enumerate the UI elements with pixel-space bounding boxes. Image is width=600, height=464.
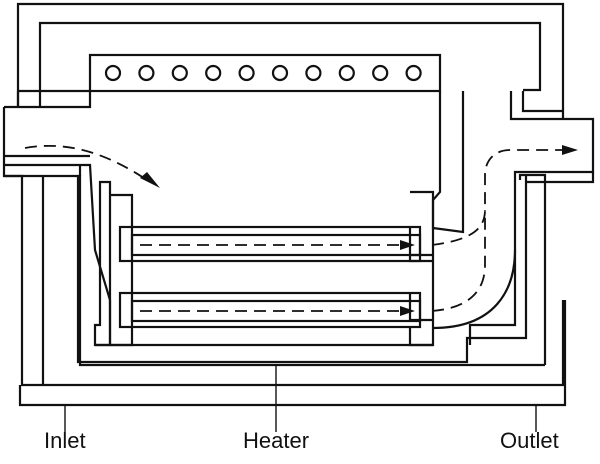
heater-housing	[76, 175, 528, 364]
outlet-duct-inner	[526, 172, 595, 184]
heater-channel-2	[118, 291, 422, 329]
heater-channel-1	[118, 225, 422, 263]
inner-top-housing	[38, 21, 542, 107]
heater-hole	[138, 64, 155, 82]
bottom-housing	[18, 300, 567, 407]
heater-label: Heater	[243, 428, 310, 453]
heater-hole	[171, 64, 188, 82]
heater-hole	[271, 64, 289, 82]
outlet-label: Outlet	[500, 428, 559, 453]
outlet-flow-arrow	[431, 149, 565, 246]
inlet-flow-arrow	[24, 144, 151, 183]
heater-hole	[338, 64, 355, 82]
outlet-duct	[468, 91, 595, 345]
heater-hole	[104, 64, 122, 82]
heater-hole	[305, 64, 322, 82]
heater-hole	[405, 64, 422, 82]
outer-housing	[16, 2, 565, 119]
inlet-duct-inner	[4, 174, 565, 387]
channel-1-arrowhead	[400, 240, 415, 250]
outlet-collar	[521, 91, 563, 113]
right-inner-wall	[432, 91, 465, 234]
heater-element-bar	[88, 53, 442, 93]
heater-hole	[372, 64, 389, 82]
inlet-top-wall	[4, 89, 92, 109]
inlet-baffle	[4, 163, 112, 345]
inlet-arrowhead	[140, 172, 160, 188]
outlet-sweep-wall	[432, 249, 517, 330]
heater-hole	[205, 64, 222, 82]
heater-housing-outer	[518, 173, 547, 365]
outlet-arrowhead	[562, 145, 578, 155]
heater-support-left	[93, 180, 112, 347]
channel-2-arrowhead	[400, 306, 415, 316]
inlet-label: Inlet	[44, 428, 86, 453]
heater-hole	[238, 64, 255, 82]
outlet-return-flow	[431, 210, 486, 312]
